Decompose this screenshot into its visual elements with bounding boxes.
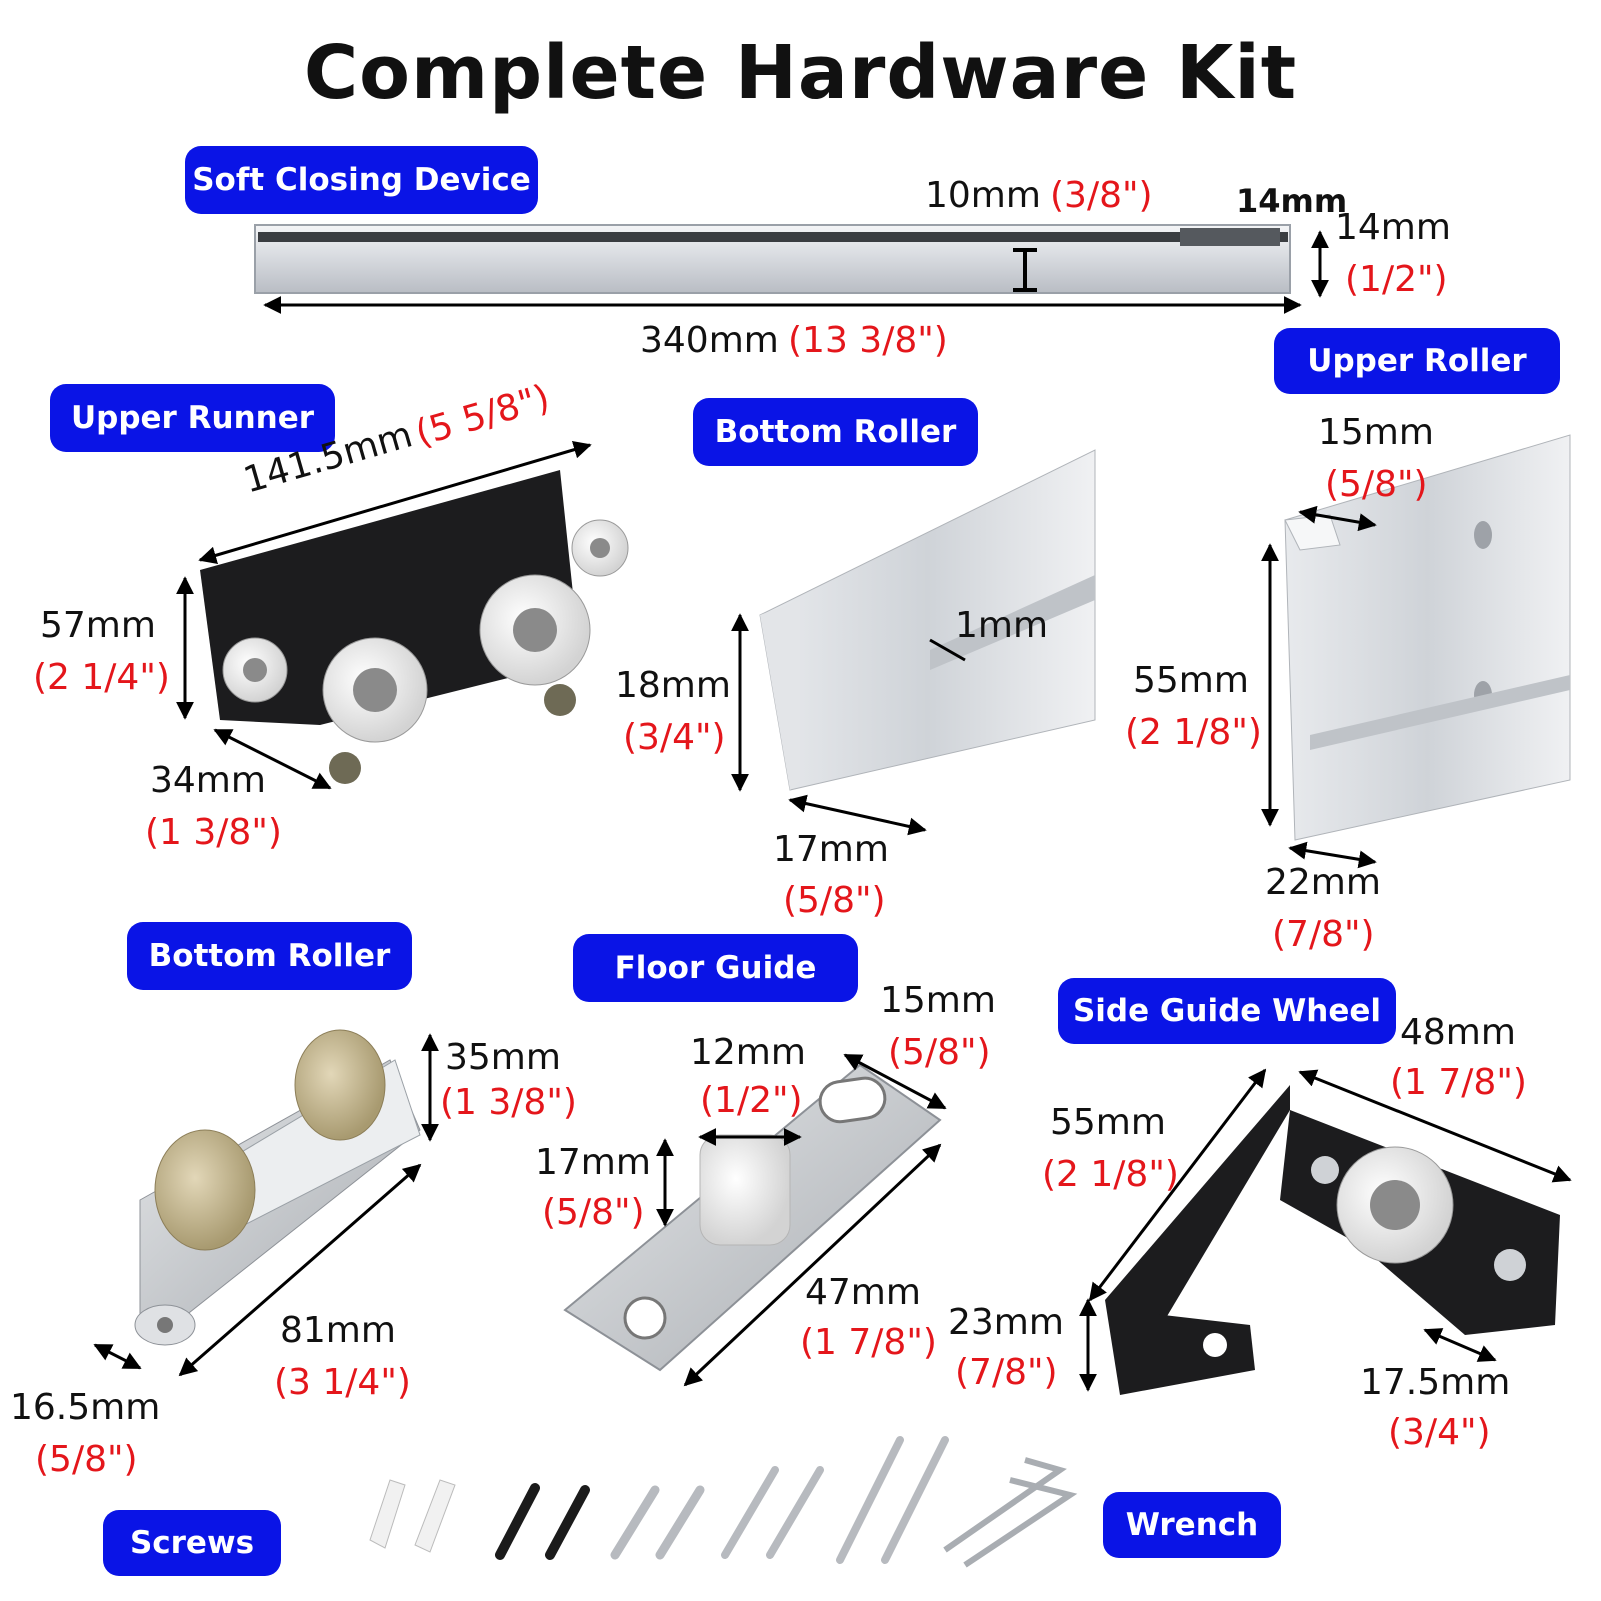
- dim-sg-23mm-inch: (7/8"): [955, 1352, 1058, 1393]
- upper-rail-illustration: [1261, 434, 1571, 869]
- label-bottom-roller-rail: Bottom Roller: [693, 398, 978, 466]
- dim-sc-14mm-a: 14mm: [1236, 182, 1348, 220]
- dim-fg-17mm: 17mm: [535, 1142, 651, 1183]
- label-wrench: Wrench: [1103, 1492, 1281, 1558]
- dim-sg-55mm-inch: (2 1/8"): [1042, 1154, 1179, 1195]
- dim-ur-34mm-inch: (1 3/8"): [145, 812, 282, 853]
- label-upper-roller: Upper Roller: [1274, 328, 1560, 394]
- page-title: Complete Hardware Kit: [303, 30, 1298, 116]
- dim-up-15mm-inch: (5/8"): [1325, 464, 1428, 505]
- dim-bl-35mm-inch: (1 3/8"): [440, 1082, 577, 1123]
- wrench-illustration: [943, 1457, 1078, 1568]
- dim-fg-47mm: 47mm: [805, 1272, 921, 1313]
- dim-br-18mm-inch: (3/4"): [623, 717, 726, 758]
- dim-up-55mm: 55mm: [1133, 660, 1249, 701]
- dim-sg-55mm: 55mm: [1050, 1102, 1166, 1143]
- dim-up-55mm-inch: (2 1/8"): [1125, 712, 1262, 753]
- screws-illustration: [369, 1436, 949, 1564]
- dim-fg-47mm-inch: (1 7/8"): [800, 1322, 937, 1363]
- label-screws: Screws: [103, 1510, 281, 1576]
- dim-sc-340mm: 340mm: [640, 320, 779, 361]
- dim-sc-10mm-inch: (3/8"): [1050, 175, 1153, 216]
- dim-up-22mm-inch: (7/8"): [1272, 914, 1375, 955]
- bottom-rail-illustration: [731, 449, 1096, 836]
- bottom-roller-illustration: [93, 1029, 439, 1377]
- side-guide-wheel-illustration: [1079, 1068, 1572, 1395]
- dim-sc-14mm-b: 14mm: [1335, 207, 1451, 248]
- dim-fg-12mm: 12mm: [690, 1032, 806, 1073]
- floor-guide-illustration: [563, 1053, 947, 1387]
- soft-closing-rail: [254, 224, 1329, 314]
- dim-sg-17mm: 17.5mm: [1360, 1362, 1511, 1403]
- dim-fg-17mm-inch: (5/8"): [542, 1192, 645, 1233]
- upper-runner-illustration: [176, 440, 629, 790]
- dim-fg-15mm-inch: (5/8"): [888, 1032, 991, 1073]
- dim-br-1mm: 1mm: [955, 605, 1049, 646]
- dim-sc-10mm: 10mm: [925, 175, 1041, 216]
- dim-up-22mm: 22mm: [1265, 862, 1381, 903]
- dim-bl-16mm-inch: (5/8"): [35, 1439, 138, 1480]
- dim-bl-35mm: 35mm: [445, 1037, 561, 1078]
- dim-fg-12mm-inch: (1/2"): [700, 1080, 803, 1121]
- dim-sc-340mm-inch: (13 3/8"): [788, 320, 948, 361]
- dim-sg-48mm: 48mm: [1400, 1012, 1516, 1053]
- label-upper-runner: Upper Runner: [50, 384, 335, 452]
- label-floor-guide: Floor Guide: [573, 934, 858, 1002]
- dim-br-18mm: 18mm: [615, 665, 731, 706]
- dim-sg-17mm-inch: (3/4"): [1388, 1412, 1491, 1453]
- dim-up-15mm: 15mm: [1318, 412, 1434, 453]
- dim-ur-57mm-inch: (2 1/4"): [33, 657, 170, 698]
- dim-fg-15mm: 15mm: [880, 980, 996, 1021]
- label-bottom-roller: Bottom Roller: [127, 922, 412, 990]
- dim-ur-34mm: 34mm: [150, 760, 266, 801]
- label-side-guide-wheel: Side Guide Wheel: [1058, 978, 1396, 1044]
- dim-br-17mm-inch: (5/8"): [783, 880, 886, 921]
- dim-sc-14mm-inch: (1/2"): [1345, 259, 1448, 300]
- dim-bl-81mm: 81mm: [280, 1310, 396, 1351]
- dim-bl-81mm-inch: (3 1/4"): [274, 1362, 411, 1403]
- dim-br-17mm: 17mm: [773, 829, 889, 870]
- dim-bl-16mm: 16.5mm: [10, 1387, 161, 1428]
- label-soft-closing-device: Soft Closing Device: [185, 146, 538, 214]
- dim-sg-23mm: 23mm: [948, 1302, 1064, 1343]
- dim-sg-48mm-inch: (1 7/8"): [1390, 1062, 1527, 1103]
- dim-ur-57mm: 57mm: [40, 605, 156, 646]
